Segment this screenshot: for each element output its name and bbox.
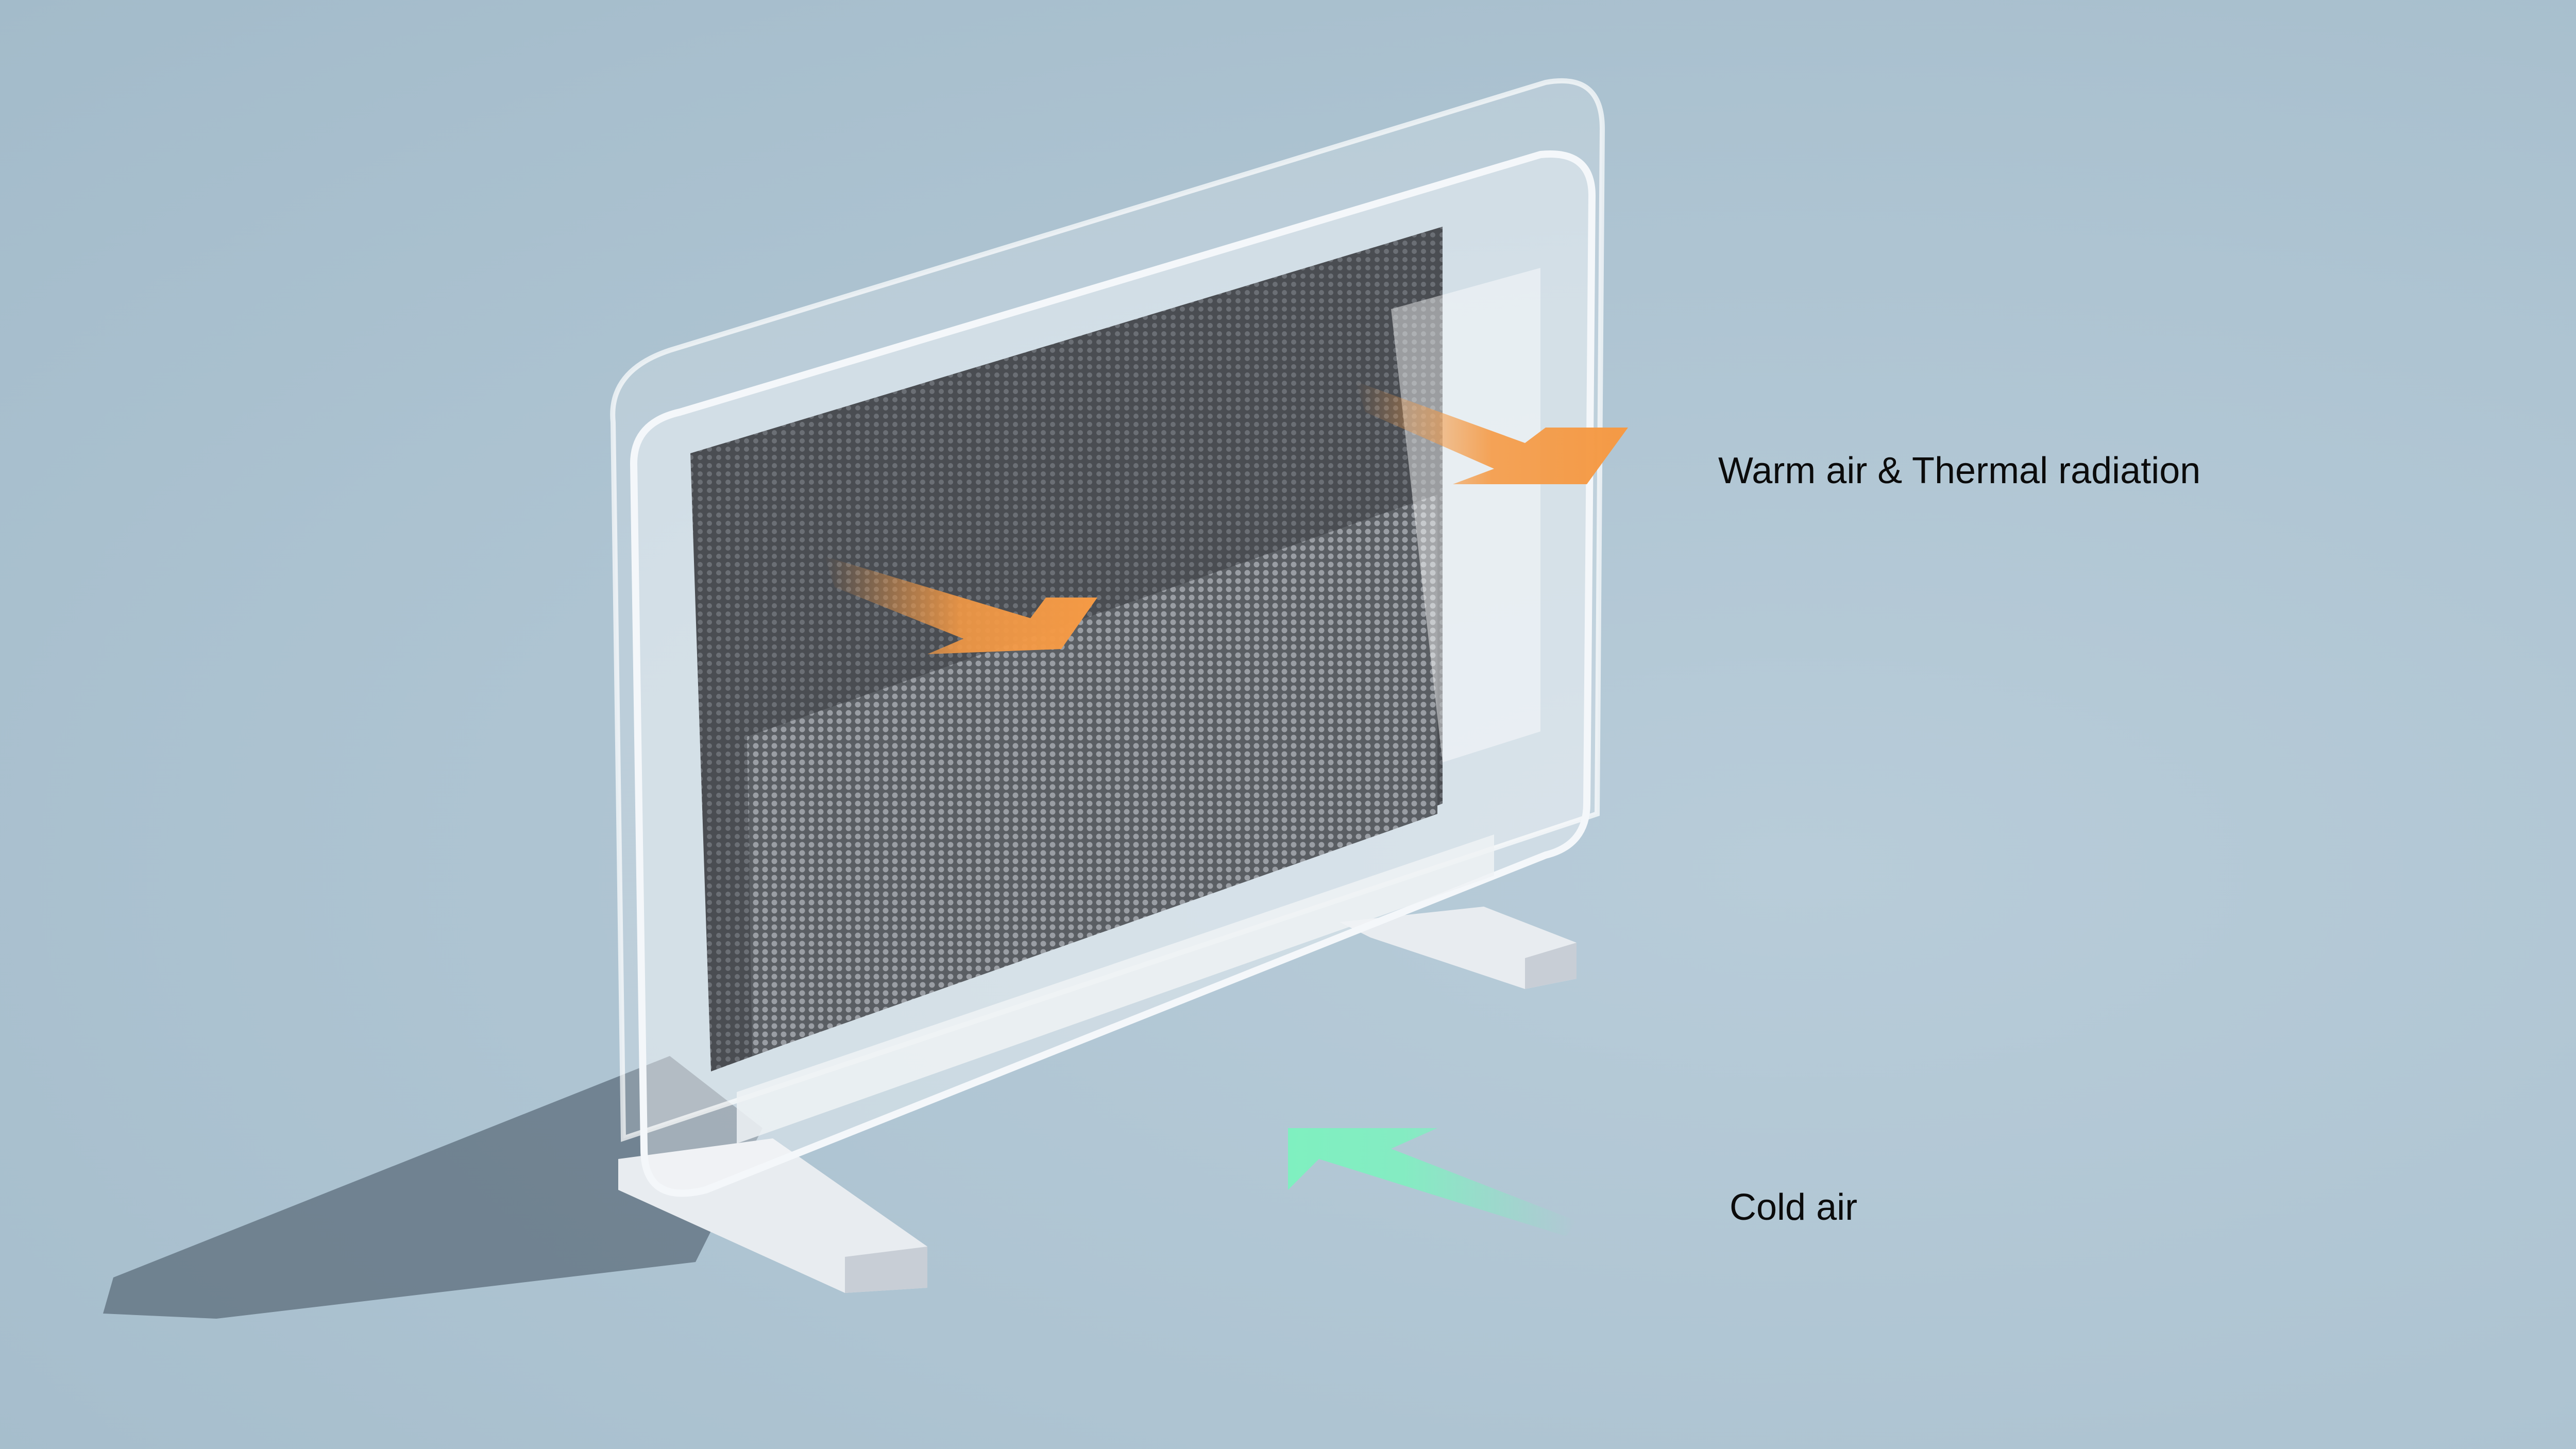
warm-arrow-icon: [1355, 381, 1628, 484]
bottom-grille: [737, 834, 1494, 1144]
heat-panel-front: [747, 495, 1437, 1056]
warm-air-label: Warm air & Thermal radiation: [1718, 450, 2201, 491]
cold-air-label: Cold air: [1730, 1187, 1858, 1228]
heater-feet: [618, 907, 1577, 1293]
floor-shadow: [103, 1056, 762, 1319]
warm-arrow-icon: [824, 556, 1097, 654]
control-module: [1391, 268, 1540, 762]
cold-arrow-icon: [1288, 1128, 1577, 1236]
